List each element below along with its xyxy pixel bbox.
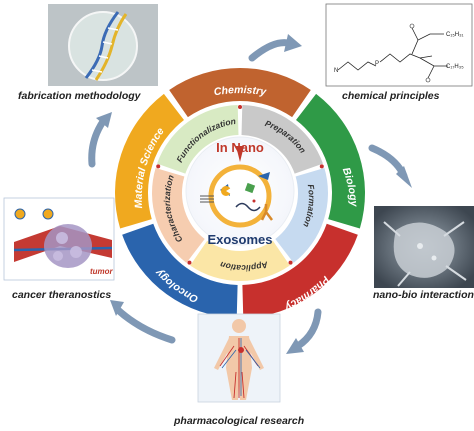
ring-label-chemistry: Chemistry (213, 84, 268, 98)
arrowhead-bottom-left (110, 300, 124, 316)
inner-segment-formation (275, 168, 328, 263)
center-subtitle: Exosomes (207, 232, 272, 247)
arrowhead-left (96, 112, 112, 128)
inner-ring-marker (187, 260, 192, 265)
exosome-cargo-icons (200, 146, 273, 221)
chem-label-p: P (375, 61, 379, 67)
arrow-bottom-left (114, 306, 176, 344)
tumor-image: tumor (3, 197, 115, 281)
chemical-structure-image: C₁₅H₃₁ C₁₇H₃₅ P N (325, 3, 473, 87)
caption-cancer-theranostics: cancer theranostics (12, 289, 111, 301)
caption-chemical-principles: chemical principles (342, 90, 440, 102)
arrow-left (88, 116, 108, 168)
chem-label-lower: C₁₇H₃₅ (446, 64, 464, 70)
cycle-arrows (88, 39, 408, 350)
inner-segment-application (190, 240, 290, 281)
center-title: In Nano (216, 140, 264, 155)
outer-segment-biology (296, 93, 365, 229)
outer-segment-chemistry (169, 68, 311, 118)
micrograph-image (374, 206, 474, 288)
chem-label-upper: C₁₅H₃₁ (446, 32, 464, 38)
inner-ring-marker (156, 164, 161, 169)
inner-ring (152, 105, 328, 281)
inner-ring-marker (319, 164, 324, 169)
chem-label-n: N (334, 68, 338, 74)
caption-pharmacological-research: pharmacological research (173, 415, 304, 427)
inner-segment-characterization (152, 168, 205, 263)
inner-segment-functionalization (157, 105, 239, 174)
arrowhead-right-lower (286, 338, 304, 354)
arrowhead-right-upper (396, 166, 412, 188)
inner-ring-marker (238, 105, 242, 109)
dna-image (48, 4, 158, 86)
arrow-right-lower (294, 308, 322, 350)
outer-ring (115, 68, 365, 318)
inner-label-application: Application (219, 259, 270, 273)
arrowhead-top (284, 34, 302, 52)
caption-fabrication-methodology: fabrication methodology (18, 90, 142, 102)
inner-ring-marker (288, 260, 293, 265)
tumor-label: tumor (90, 267, 114, 276)
human-body-image (197, 313, 281, 403)
inner-segment-preparation (241, 105, 323, 174)
outer-segment-material-science (115, 93, 184, 229)
outer-segment-oncology (122, 223, 238, 318)
arrow-heads (96, 34, 412, 354)
outer-segment-pharmacy (242, 223, 358, 318)
caption-nano-bio-interactions: nano-bio interactions (373, 289, 474, 301)
